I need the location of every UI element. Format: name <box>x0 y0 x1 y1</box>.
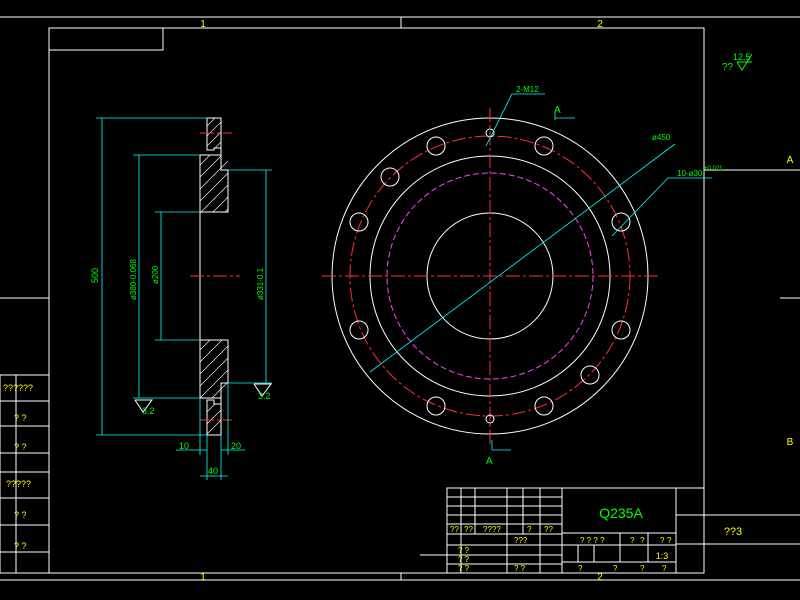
section-view[interactable]: 500 ø380-0.068 ø200 ø331-0.1 10 20 40 3.… <box>90 117 272 480</box>
flange-top-lip <box>206 117 222 151</box>
stamp-label-4: ????? <box>6 479 31 489</box>
approver-label: ??? <box>514 536 528 545</box>
info-col-3: ? <box>640 536 645 545</box>
section-mark-top: A <box>554 105 561 116</box>
section-mark-bottom: A <box>486 456 493 467</box>
tapped-hole <box>485 414 495 424</box>
bottom-col-2: ? <box>613 564 618 573</box>
section-dimensions <box>96 117 272 480</box>
sign-col-4: ? <box>527 525 532 534</box>
drawing-frame <box>0 16 800 581</box>
dim-bore: ø200 <box>151 265 160 284</box>
roughness-value-text: 12.5 <box>733 52 751 62</box>
front-leaders <box>369 93 712 451</box>
title-scale: 1:3 <box>656 551 669 561</box>
bolt-hole <box>580 365 600 385</box>
sign-col-2: ?? <box>464 525 473 534</box>
roughness-right-icon <box>253 383 272 397</box>
tapped-hole <box>485 128 495 138</box>
title-material: Q235A <box>599 505 643 521</box>
roughness-symbol-text: ?? <box>722 62 734 73</box>
dim-right: 20 <box>231 441 241 451</box>
bolt-hole <box>349 212 369 232</box>
left-row-1: ? ? <box>458 555 470 564</box>
bolt-hole <box>611 320 631 340</box>
review-label: ? ? <box>458 546 470 555</box>
title-block-frame <box>446 487 705 574</box>
flange-bottom-section <box>199 339 229 399</box>
section-hatching <box>199 117 229 435</box>
bolt-hole <box>534 396 554 416</box>
left-stamp-column <box>0 374 50 574</box>
border-row-mark-b: B <box>787 437 794 448</box>
bolt-hole <box>426 136 446 156</box>
left-row-3: ? ? <box>514 564 526 573</box>
title-part-name: ??3 <box>724 526 742 538</box>
stamp-label-1: ?????? <box>3 383 33 393</box>
dim-step: ø331-0.1 <box>256 267 265 300</box>
stamp-label-5: ? ? <box>14 510 27 520</box>
stamp-label-2: ? ? <box>14 413 27 423</box>
roughness-left-value: 3.2 <box>142 406 155 416</box>
dim-overall-height: 500 <box>90 268 100 283</box>
label-bolt-holes: 10-ø30 <box>677 169 703 178</box>
roughness-left-icon <box>134 399 153 413</box>
label-bolt-holes-tolerance: +0.021 <box>704 166 723 172</box>
bolt-hole <box>426 396 446 416</box>
border-col-mark-bottom-1: 1 <box>200 572 206 583</box>
dim-left: 10 <box>179 441 189 451</box>
front-view[interactable]: 2-M12 ø450 10-ø30 +0.021 A A <box>322 85 723 467</box>
bolt-hole <box>534 136 554 156</box>
roughness-mark-icon <box>736 53 753 71</box>
info-col-2: ? <box>630 536 635 545</box>
flange-top-section <box>199 154 229 213</box>
stamp-label-6: ? ? <box>14 541 27 551</box>
roughness-right-value: 3.2 <box>258 391 271 401</box>
bottom-col-1: ? <box>578 564 583 573</box>
label-tapped-holes: 2-M12 <box>516 85 539 94</box>
border-col-mark-top-2: 2 <box>597 19 603 30</box>
bottom-col-4: ? <box>662 564 667 573</box>
info-col-4: ? <box>660 536 665 545</box>
sign-col-3: ???? <box>483 525 501 534</box>
bolt-hole <box>380 167 400 187</box>
bolt-holes <box>349 128 631 424</box>
left-row-2: ? ? <box>458 564 470 573</box>
bolt-hole <box>611 212 631 232</box>
dim-width: 40 <box>208 466 218 476</box>
title-block[interactable] <box>420 487 800 574</box>
stamp-label-3: ? ? <box>14 442 27 452</box>
general-roughness-note: ?? 12.5 <box>722 52 753 73</box>
info-col-5: ? <box>667 536 672 545</box>
sign-col-5: ?? <box>544 525 553 534</box>
bottom-col-3: ? <box>640 564 645 573</box>
border-col-mark-bottom-2: 2 <box>597 572 603 583</box>
border-col-mark-top-1: 1 <box>200 19 206 30</box>
dim-spigot: ø380-0.068 <box>129 259 138 300</box>
border-row-mark-a: A <box>787 155 794 166</box>
info-col-1: ? ? ? ? <box>580 536 605 545</box>
sign-col-1: ?? <box>450 525 459 534</box>
bolt-hole <box>349 320 369 340</box>
label-pcd: ø450 <box>652 133 671 142</box>
